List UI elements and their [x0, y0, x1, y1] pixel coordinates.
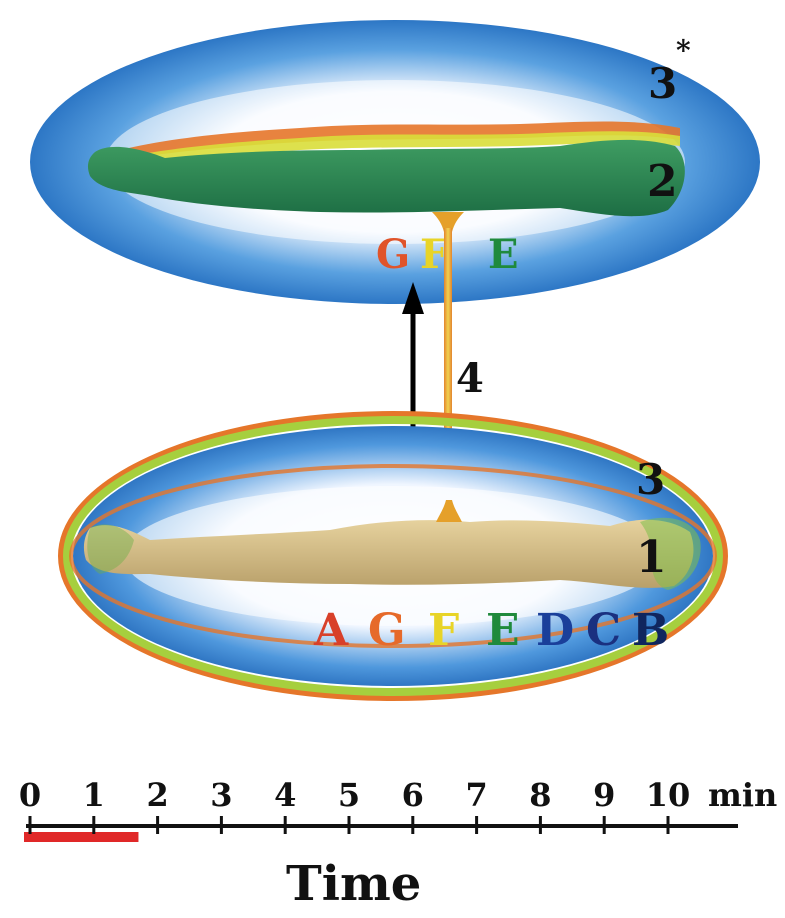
lower-letter: A [313, 605, 349, 656]
ascent-arrow-head [402, 282, 424, 314]
upper-letter: E [488, 231, 519, 278]
upper-letter: G [376, 231, 410, 278]
floating-body-shape [87, 139, 685, 217]
timeline-tick-label: 1 [83, 776, 105, 814]
timeline: 0 1 2 3 4 5 6 7 8 9 10 min Time [19, 776, 777, 912]
lower-letter: G [368, 605, 406, 656]
lower-field: 1 3 A G F E D C B [58, 411, 728, 701]
physical-body-shape [83, 519, 694, 588]
upper-letter: F [420, 231, 448, 278]
timeline-tick-label: 5 [338, 776, 360, 814]
lower-field-ring-green [63, 416, 723, 696]
upper-field: 2 3 * G F E [30, 20, 760, 304]
lower-letter: D [536, 605, 574, 656]
physical-body [83, 500, 701, 590]
timeline-tick-label: 9 [593, 776, 615, 814]
upper-field-label: 3 [648, 59, 677, 108]
lower-letter: C [586, 605, 621, 656]
physical-body-feet-aura [87, 524, 134, 574]
timeline-tick-label: 7 [465, 776, 487, 814]
lower-field-label: 3 [636, 455, 665, 504]
timeline-tick-label: 8 [529, 776, 551, 814]
lower-letter: F [428, 605, 459, 656]
upper-body-number: 2 [647, 156, 678, 207]
lower-field-ring-orange [58, 411, 728, 701]
lower-field-inner-ring-orange [69, 464, 717, 648]
physical-body-head-aura [640, 517, 701, 590]
timeline-tick-label: 3 [210, 776, 232, 814]
lower-letter: E [486, 605, 520, 656]
physical-body-cord-root [436, 500, 462, 522]
floating-body-aura-orange [120, 121, 680, 160]
silver-cord [444, 228, 452, 518]
timeline-tick-label: 4 [274, 776, 296, 814]
connector-label: 4 [456, 355, 484, 402]
floating-body-aura-yellow [120, 131, 680, 168]
floating-body [87, 121, 685, 232]
upper-letters: G F E [376, 231, 519, 278]
lower-body-number: 1 [636, 532, 667, 583]
floating-body-cord-join [432, 212, 464, 232]
timeline-tick-label: 10 [646, 776, 691, 814]
upper-field-asterisk: * [676, 34, 691, 67]
timeline-tick-label: 2 [146, 776, 168, 814]
timeline-tick-label: 0 [19, 776, 41, 814]
timeline-axis-title: Time [286, 856, 421, 912]
timeline-highlight [24, 832, 139, 842]
lower-letter: B [632, 605, 669, 656]
timeline-unit: min [708, 776, 777, 814]
timeline-tick-label: 6 [402, 776, 424, 814]
lower-letters: A G F E D C B [313, 605, 669, 656]
timeline-ticks: 0 1 2 3 4 5 6 7 8 9 10 [19, 776, 690, 834]
